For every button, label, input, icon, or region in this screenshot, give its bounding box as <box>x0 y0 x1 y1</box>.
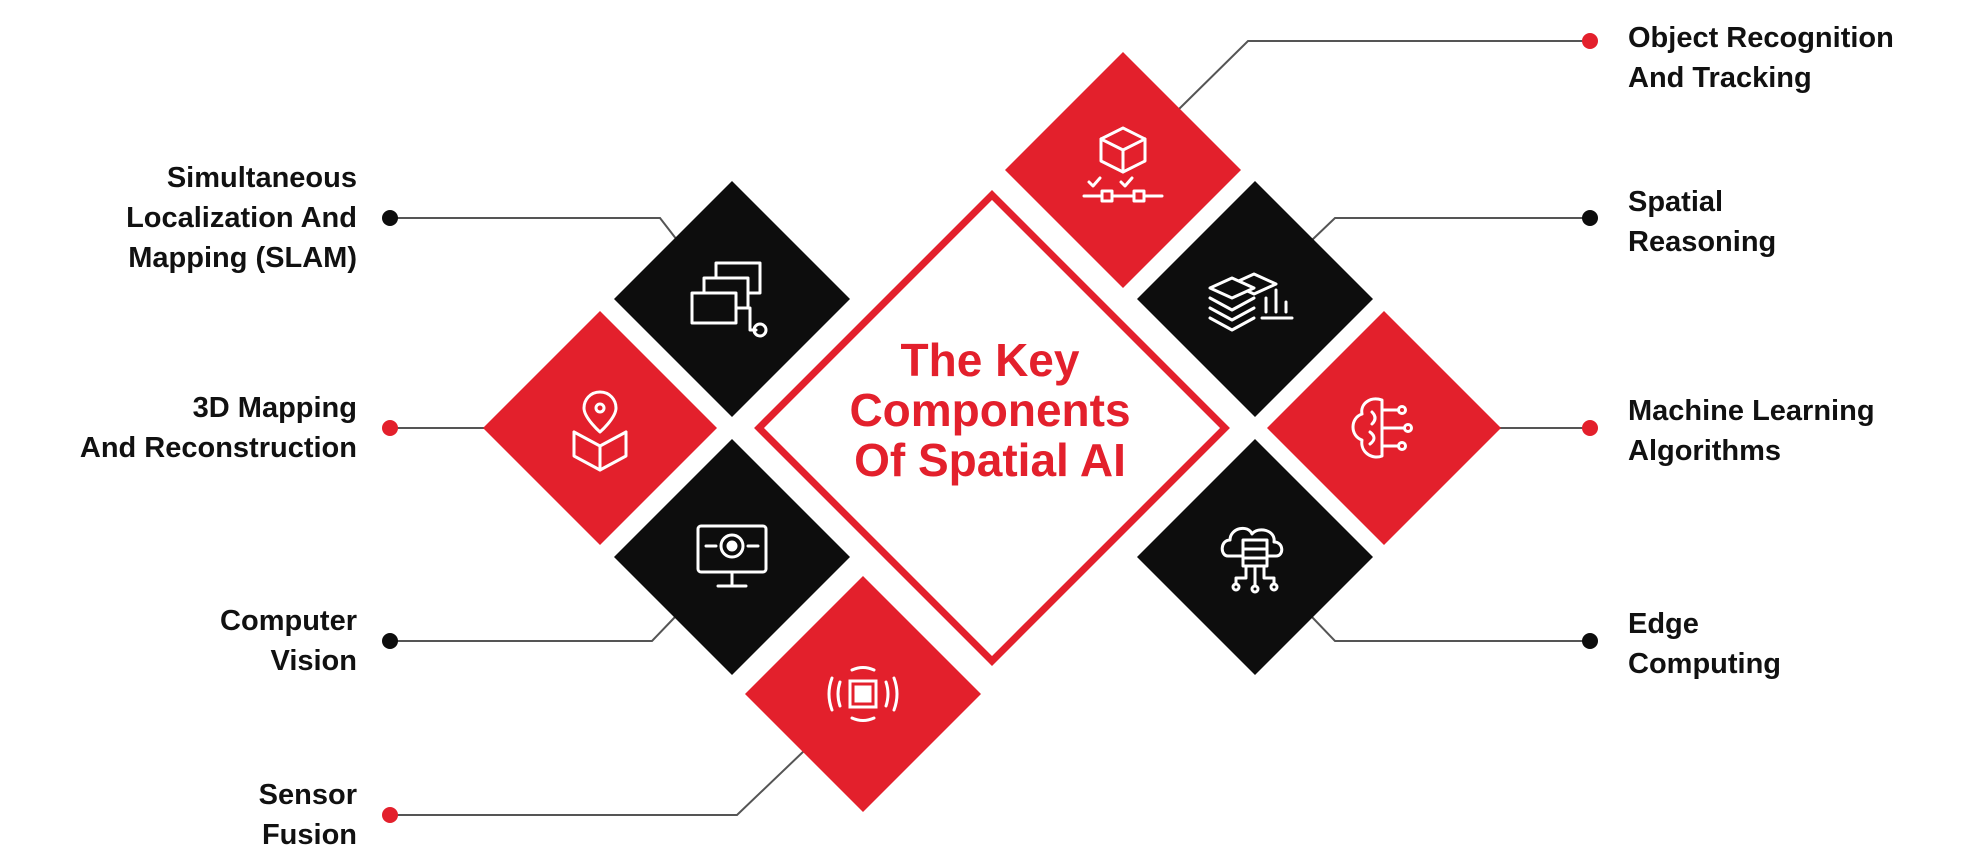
box-tracking-icon <box>1082 126 1164 203</box>
connector-computer-vision <box>390 616 676 642</box>
tile-edge-computing <box>1137 439 1373 675</box>
tile-slam <box>614 181 850 417</box>
layers-chart-icon <box>1208 272 1294 332</box>
title-line-2: Components <box>849 384 1131 436</box>
label-slam: Simultaneous Localization And Mapping (S… <box>126 162 357 274</box>
label-sensor-fusion: Sensor Fusion <box>258 779 357 851</box>
dot-computer-vision <box>382 633 398 649</box>
label-computer-vision: Computer Vision <box>220 605 357 677</box>
layered-maps-gear-icon <box>690 261 768 338</box>
label-spatial-reasoning: Spatial Reasoning <box>1628 186 1777 258</box>
dot-object-recognition <box>1582 33 1598 49</box>
label-edge-computing: Edge Computing <box>1628 608 1782 680</box>
sensor-chip-icon <box>827 666 899 722</box>
dot-sensor-fusion <box>382 807 398 823</box>
label-machine-learning: Machine Learning Algorithms <box>1628 395 1875 467</box>
brain-circuit-icon <box>1351 397 1413 459</box>
center-diamond <box>754 190 1230 666</box>
dot-edge-computing <box>1582 633 1598 649</box>
connector-slam <box>390 217 678 241</box>
dot-machine-learning <box>1582 420 1598 436</box>
tile-3d-mapping <box>483 311 717 545</box>
monitor-eye-icon <box>696 524 768 588</box>
map-pin-box-icon <box>572 390 628 472</box>
tile-computer-vision <box>614 439 850 675</box>
title-line-1: The Key <box>900 334 1080 386</box>
tile-sensor-fusion <box>745 576 981 812</box>
cloud-server-icon <box>1220 526 1284 594</box>
tile-spatial-reasoning <box>1137 181 1373 417</box>
connector-object-recognition <box>1177 40 1590 111</box>
connector-spatial-reasoning <box>1311 217 1590 241</box>
dot-spatial-reasoning <box>1582 210 1598 226</box>
connector-edge-computing <box>1311 616 1590 642</box>
connector-sensor-fusion <box>390 749 806 816</box>
label-object-recognition: Object Recognition And Tracking <box>1628 22 1894 94</box>
center-title: The Key Components Of Spatial AI <box>820 335 1160 485</box>
tile-machine-learning <box>1267 311 1501 545</box>
label-3d-mapping: 3D Mapping And Reconstruction <box>79 392 357 464</box>
dot-slam <box>382 210 398 226</box>
tile-object-recognition <box>1005 52 1241 288</box>
title-line-3: Of Spatial AI <box>854 434 1126 486</box>
dot-3d-mapping <box>382 420 398 436</box>
